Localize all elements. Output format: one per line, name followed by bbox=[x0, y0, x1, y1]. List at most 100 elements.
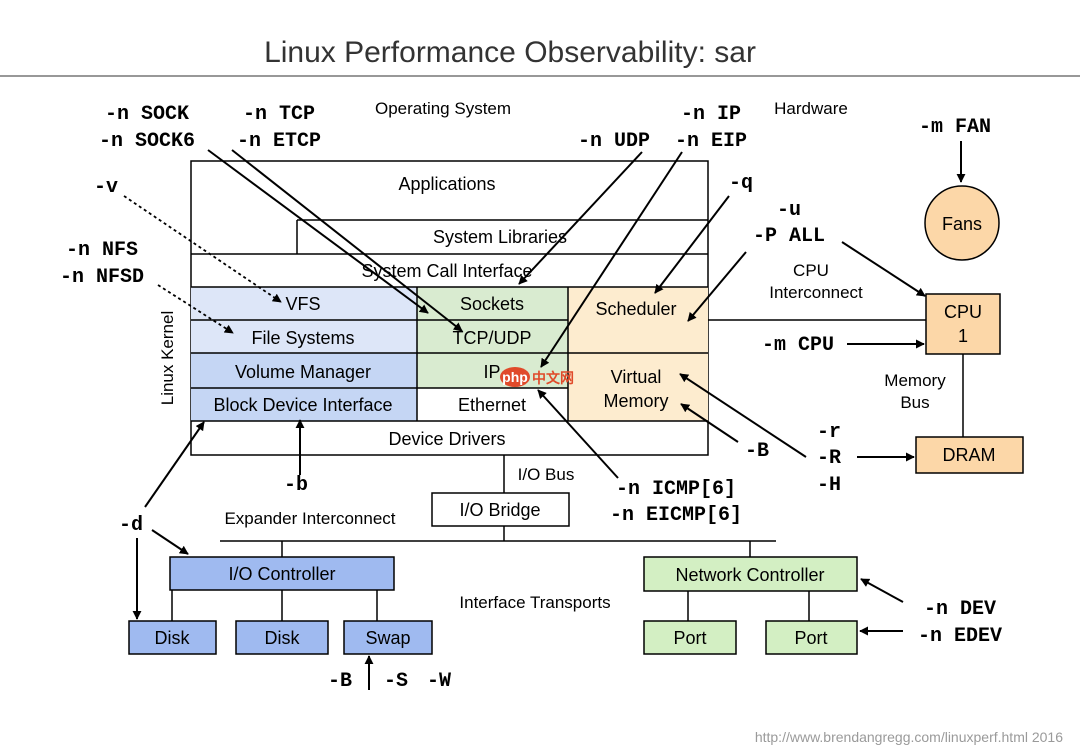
virtual-memory-label-2: Memory bbox=[603, 391, 668, 411]
arrow-ip bbox=[540, 151, 683, 368]
scheduler-label: Scheduler bbox=[595, 299, 676, 319]
ip-label: IP bbox=[483, 362, 500, 382]
volume-block-block bbox=[191, 353, 417, 421]
io-controller-box bbox=[169, 556, 395, 591]
flag-sock: -n SOCK bbox=[105, 103, 189, 126]
arrow-nfs bbox=[157, 284, 234, 334]
flag-swap-s: -S bbox=[384, 670, 408, 693]
file-systems-label: File Systems bbox=[251, 328, 354, 348]
net-stack-block bbox=[417, 287, 568, 388]
flag-edev: -n EDEV bbox=[918, 625, 1002, 648]
applications-label: Applications bbox=[398, 174, 495, 194]
cpu-label: CPU bbox=[944, 302, 982, 322]
flag-icmp: -n ICMP[6] bbox=[616, 478, 736, 501]
flag-labels: -n SOCK -n SOCK6 -n TCP -n ETCP -n IP -n… bbox=[60, 103, 1002, 693]
port-label-2: Port bbox=[794, 628, 827, 648]
port-label-1: Port bbox=[673, 628, 706, 648]
block-device-interface-label: Block Device Interface bbox=[213, 395, 392, 415]
io-bridge-label: I/O Bridge bbox=[459, 500, 540, 520]
system-call-interface-label: System Call Interface bbox=[361, 261, 532, 281]
arrows bbox=[132, 141, 966, 690]
fans-node bbox=[924, 185, 1000, 261]
expander-interconnect-label: Expander Interconnect bbox=[224, 509, 395, 528]
network-controller-box bbox=[643, 556, 858, 592]
flag-d: -d bbox=[119, 514, 143, 537]
arrow-sock bbox=[207, 149, 429, 314]
flag-udp: -n UDP bbox=[578, 130, 650, 153]
arrow-d-io bbox=[151, 529, 189, 555]
flag-r-lower: -r bbox=[817, 421, 841, 444]
port-box-2 bbox=[765, 620, 858, 655]
dotted-arrows bbox=[123, 195, 282, 334]
virtual-memory-label-1: Virtual bbox=[611, 367, 662, 387]
fans-label: Fans bbox=[942, 214, 982, 234]
linux-kernel-label: Linux Kernel bbox=[158, 311, 177, 406]
hardware-label: Hardware bbox=[774, 99, 848, 118]
disk-box-2 bbox=[235, 620, 329, 655]
disk-label-1: Disk bbox=[155, 628, 191, 648]
flag-eicmp: -n EICMP[6] bbox=[610, 504, 742, 527]
flag-h: -H bbox=[817, 474, 841, 497]
swap-label: Swap bbox=[365, 628, 410, 648]
hw-connectors bbox=[171, 319, 964, 621]
system-libraries-label: System Libraries bbox=[433, 227, 567, 247]
flag-eip: -n EIP bbox=[675, 130, 747, 153]
swap-box bbox=[343, 620, 433, 655]
arrow-udp bbox=[518, 151, 643, 285]
flag-v: -v bbox=[94, 176, 118, 199]
flag-tcp: -n TCP bbox=[243, 103, 315, 126]
flag-p-all: -P ALL bbox=[753, 225, 825, 248]
operating-system-label: Operating System bbox=[375, 99, 511, 118]
vfs-label: VFS bbox=[285, 294, 320, 314]
io-controller-label: I/O Controller bbox=[228, 564, 335, 584]
flag-m-cpu: -m CPU bbox=[762, 334, 834, 357]
page-title: Linux Performance Observability: sar bbox=[264, 36, 756, 69]
watermark: php 中文网 bbox=[500, 367, 574, 387]
watermark-cn: 中文网 bbox=[532, 370, 574, 386]
arrow-r bbox=[679, 373, 807, 458]
flag-dev: -n DEV bbox=[924, 598, 996, 621]
arrow-b-upper bbox=[680, 403, 739, 443]
flag-swap-b: -B bbox=[328, 670, 352, 693]
dram-label: DRAM bbox=[943, 445, 996, 465]
os-grid bbox=[191, 219, 708, 422]
flag-ip: -n IP bbox=[681, 103, 741, 126]
watermark-logo bbox=[500, 367, 530, 387]
sched-vm-block bbox=[568, 287, 708, 421]
dram-box bbox=[915, 436, 1024, 474]
arrow-d-block bbox=[144, 421, 205, 508]
flag-etcp: -n ETCP bbox=[237, 130, 321, 153]
arrow-v bbox=[123, 195, 282, 303]
ethernet-label: Ethernet bbox=[458, 395, 526, 415]
interface-transports-label: Interface Transports bbox=[459, 593, 610, 612]
arrow-p-all bbox=[841, 241, 926, 297]
flag-r-upper: -R bbox=[817, 447, 841, 470]
flag-nfsd: -n NFSD bbox=[60, 266, 144, 289]
flag-swap-w: -W bbox=[427, 670, 451, 693]
volume-manager-label: Volume Manager bbox=[235, 362, 371, 382]
port-box-1 bbox=[643, 620, 737, 655]
cpu-interconnect-label-1: CPU bbox=[793, 261, 829, 280]
device-drivers-label: Device Drivers bbox=[388, 429, 505, 449]
flag-u: -u bbox=[777, 199, 801, 222]
cpu-interconnect-label-2: Interconnect bbox=[769, 283, 863, 302]
memory-bus-label-1: Memory bbox=[884, 371, 946, 390]
arrow-icmp bbox=[537, 389, 619, 479]
tcp-udp-label: TCP/UDP bbox=[452, 328, 531, 348]
flag-q: -q bbox=[729, 172, 753, 195]
memory-bus-label-2: Bus bbox=[900, 393, 929, 412]
source-url: http://www.brendangregg.com/linuxperf.ht… bbox=[755, 729, 1063, 745]
io-bus-label: I/O Bus bbox=[518, 465, 575, 484]
flag-b-upper: -B bbox=[745, 440, 769, 463]
flag-fan: -m FAN bbox=[919, 116, 991, 139]
io-bridge-box bbox=[431, 492, 570, 527]
flag-sock6: -n SOCK6 bbox=[99, 130, 195, 153]
watermark-php: php bbox=[502, 369, 528, 385]
sockets-label: Sockets bbox=[460, 294, 524, 314]
flag-nfs: -n NFS bbox=[66, 239, 138, 262]
arrow-q bbox=[654, 195, 730, 294]
arrow-u bbox=[687, 251, 747, 322]
network-controller-label: Network Controller bbox=[675, 565, 824, 585]
